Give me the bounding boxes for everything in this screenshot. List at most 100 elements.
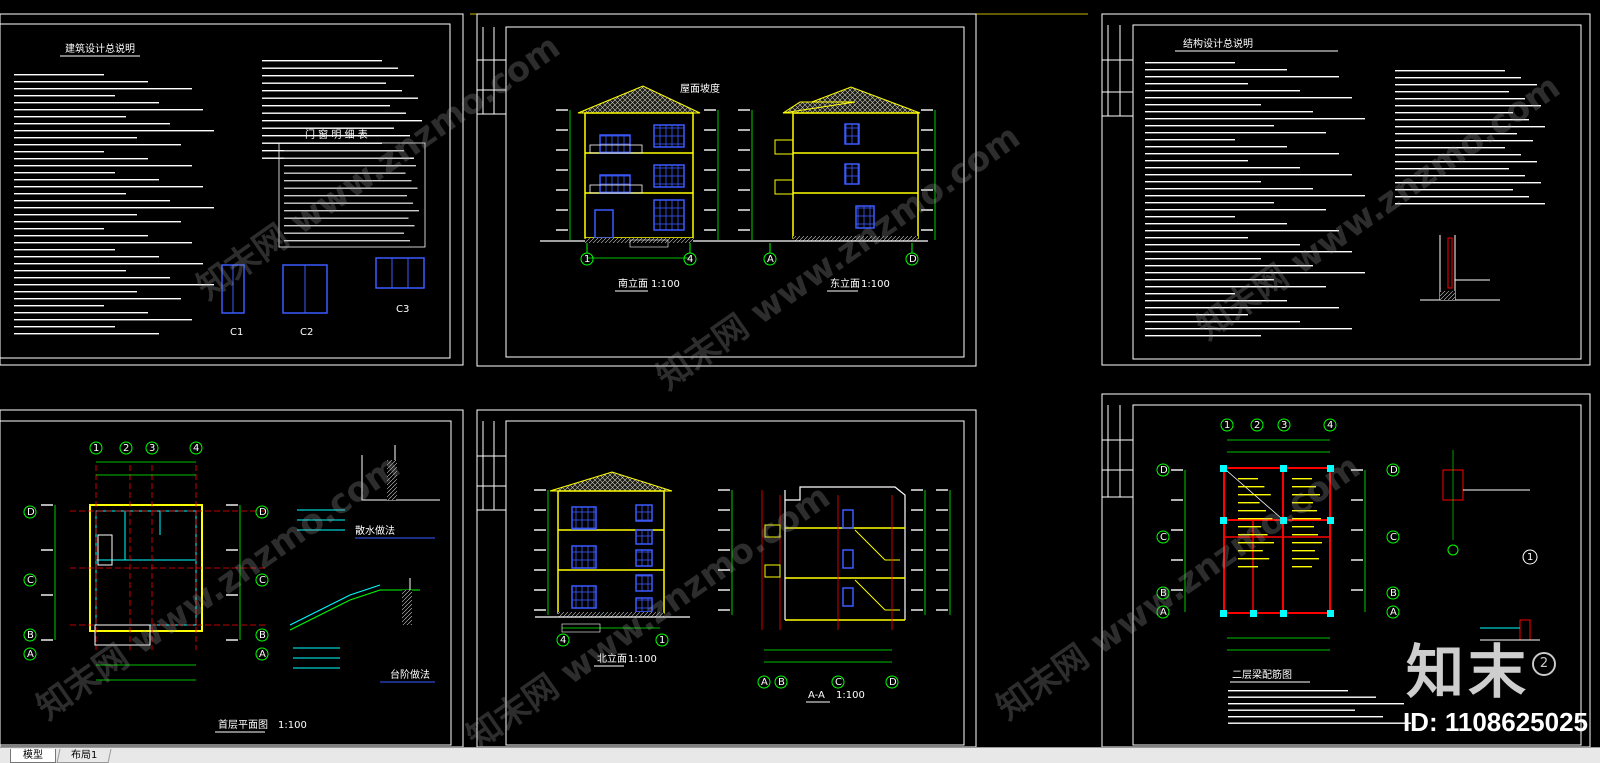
svg-text:A: A [1390,607,1397,618]
struct-notes-title: 结构设计总说明 [1183,37,1253,50]
beam-section-detail-1: 1 [1442,450,1538,565]
elevation-mark [921,149,933,151]
north-elevation-scale: 1:100 [628,654,657,665]
struct-note-line [1395,154,1521,156]
elevation-mark [704,189,716,191]
arch-note-line [262,97,418,99]
schedule-row [284,165,416,167]
layout-tab-bar: 模型 布局1 [0,747,1600,763]
struct-note-line [1145,97,1352,99]
arch-note-line [14,151,104,153]
struct-note-line [1145,279,1274,281]
elevation-mark [704,149,716,151]
struct-note-line [1145,62,1235,64]
arch-note-line [14,221,181,223]
elevation-mark [534,549,546,551]
elevation-mark [921,169,933,171]
arch-note-line [14,172,115,174]
arch-notes-text-block [14,60,422,335]
elevation-mark [1351,589,1363,591]
label-c3: C3 [396,304,409,315]
elevation-mark [534,609,546,611]
elevation-mark [936,489,948,491]
elevation-mark [738,149,750,151]
struct-note-line [1145,90,1300,92]
sheet-structural-notes[interactable]: 结构设计总说明 [1101,13,1591,366]
svg-text:C: C [1160,532,1167,543]
svg-text:A: A [259,649,266,660]
arch-note-line [14,270,126,272]
beam-note-line [1228,703,1404,705]
beam-label [1238,558,1270,560]
elevation-mark [921,189,933,191]
struct-note-line [1395,133,1517,135]
beam-note-line [1228,696,1376,698]
beam-label [1238,494,1271,496]
elevation-mark [704,129,716,131]
sheet-ground-floor-plan[interactable]: 1 2 3 4 D C B A D C B A [0,409,464,747]
elevation-mark [704,109,716,111]
elevation-mark [226,504,238,506]
elevation-mark [718,569,730,571]
elevation-mark [1171,499,1183,501]
roof-tag: 屋面坡度 [680,82,720,95]
schedule-row [284,172,406,174]
struct-note-line [1395,161,1537,163]
sheet-elevations-top[interactable]: 屋面坡度 1 4 A D 南 [476,13,977,367]
section-axis-bubbles: 4 1 A B C D [556,633,899,689]
detail-apron-title: 散水做法 [355,524,395,537]
elevation-mark [556,169,568,171]
beam-grid-dimensions [1171,439,1366,651]
schedule-row [284,232,404,234]
arch-note-line [14,249,115,251]
elevation-mark [534,509,546,511]
beam-label [1238,566,1258,568]
struct-note-line [1145,160,1248,162]
beam-plan-drawing [1220,465,1334,617]
struct-note-line [1145,237,1248,239]
elevation-mark [1351,469,1363,471]
beam-label [1238,542,1274,544]
elevation-mark [936,529,948,531]
detail-apron [297,445,440,539]
svg-text:B: B [27,630,34,641]
south-elevation-dimensions [556,109,719,240]
sheet-architecture-notes[interactable]: 建筑设计总说明 门 窗 明 细 表 C1 C2 C3 [0,13,464,366]
sheet-elevations-bottom[interactable]: 4 1 A B C D 北立面 1:100 A-A 1:100 [476,409,977,747]
elevation-mark [738,209,750,211]
arch-note-line [14,319,192,321]
detail-steps [289,578,435,683]
struct-note-line [1145,132,1326,134]
label-c2: C2 [300,327,313,338]
beam-label [1292,478,1312,480]
struct-note-line [1395,189,1513,191]
elevation-mark [1351,529,1363,531]
sheet-beam-plan[interactable]: 1 2 3 4 D C B A D C B A 1 [1101,393,1591,747]
beam-label [1292,542,1322,544]
elevation-mark [718,549,730,551]
arch-note-line [262,75,414,77]
arch-note-line [14,186,203,188]
brand-circle-mark: 2 [1532,652,1556,676]
beam-label [1238,486,1265,488]
arch-note-line [14,291,137,293]
elevation-mark [911,529,923,531]
arch-note-line [262,67,398,69]
elevation-mark [936,609,948,611]
tab-model[interactable]: 模型 [10,749,56,763]
tab-layout1[interactable]: 布局1 [56,749,112,763]
struct-note-line [1395,147,1505,149]
struct-note-line [1145,153,1339,155]
struct-note-line [1145,118,1365,120]
elevation-mark [556,129,568,131]
title-block-left [477,27,506,115]
elevation-mark [1171,529,1183,531]
elevation-mark [226,639,238,641]
beam-label [1292,518,1321,520]
struct-note-line [1145,286,1326,288]
arch-note-line [14,312,148,314]
image-id-label: ID: 1108625025 [1402,707,1588,737]
arch-note-line [14,263,203,265]
cad-drawing-canvas[interactable]: 建筑设计总说明 门 窗 明 细 表 C1 C2 C3 [0,0,1600,747]
svg-text:D: D [1160,465,1168,476]
